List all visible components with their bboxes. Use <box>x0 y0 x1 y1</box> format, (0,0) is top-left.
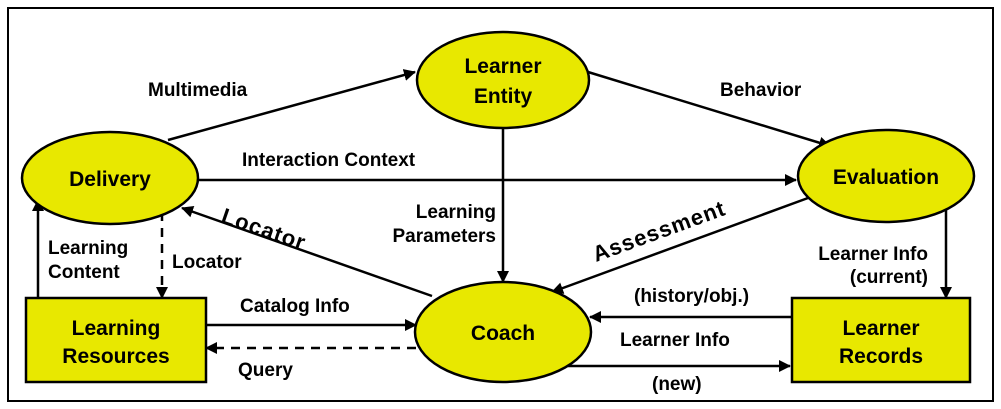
label-locator-diagonal: Locator <box>218 203 309 255</box>
label-new: (new) <box>652 374 702 395</box>
edge-new <box>559 360 791 372</box>
node-learner-records-line2: Records <box>839 345 923 368</box>
label-interaction-context: Interaction Context <box>242 150 416 171</box>
node-delivery: Delivery <box>20 130 200 226</box>
node-coach: Coach <box>413 280 593 384</box>
label-learner-info-current-line1: Learner Info <box>818 244 928 265</box>
label-learning-parameters-line2: Parameters <box>392 226 496 247</box>
edge-locator-coach-delivery <box>181 205 433 298</box>
edge-multimedia <box>167 69 416 142</box>
label-learning-content-line1: Learning <box>48 238 128 259</box>
node-coach-label: Coach <box>471 322 535 345</box>
label-history-obj: (history/obj.) <box>634 286 749 307</box>
node-evaluation: Evaluation <box>796 128 976 224</box>
node-learning-resources: Learning Resources <box>24 296 208 384</box>
node-learner-entity-line2: Entity <box>474 85 533 108</box>
node-learner-records-line1: Learner <box>842 317 919 340</box>
node-learner-entity: Learner Entity <box>415 30 591 130</box>
label-catalog-info: Catalog Info <box>240 296 350 317</box>
label-learning-content-line2: Content <box>48 262 120 283</box>
diagram-frame <box>7 7 994 402</box>
node-learning-resources-line1: Learning <box>72 317 161 340</box>
label-learner-info-current-line2: (current) <box>850 267 928 288</box>
label-learning-parameters-line1: Learning <box>416 202 496 223</box>
edge-behavior <box>587 70 831 149</box>
label-assessment: Assessment <box>589 195 729 266</box>
node-learner-records: Learner Records <box>790 296 972 384</box>
node-evaluation-label: Evaluation <box>833 166 939 189</box>
label-multimedia: Multimedia <box>148 80 248 101</box>
label-query: Query <box>238 360 293 381</box>
node-learner-entity-line1: Learner <box>464 55 541 78</box>
label-behavior: Behavior <box>720 80 802 101</box>
edge-assessment <box>551 196 809 294</box>
node-delivery-label: Delivery <box>69 168 151 191</box>
label-locator-dashed: Locator <box>172 252 242 273</box>
node-learning-resources-line2: Resources <box>62 345 169 368</box>
label-learner-info: Learner Info <box>620 330 730 351</box>
